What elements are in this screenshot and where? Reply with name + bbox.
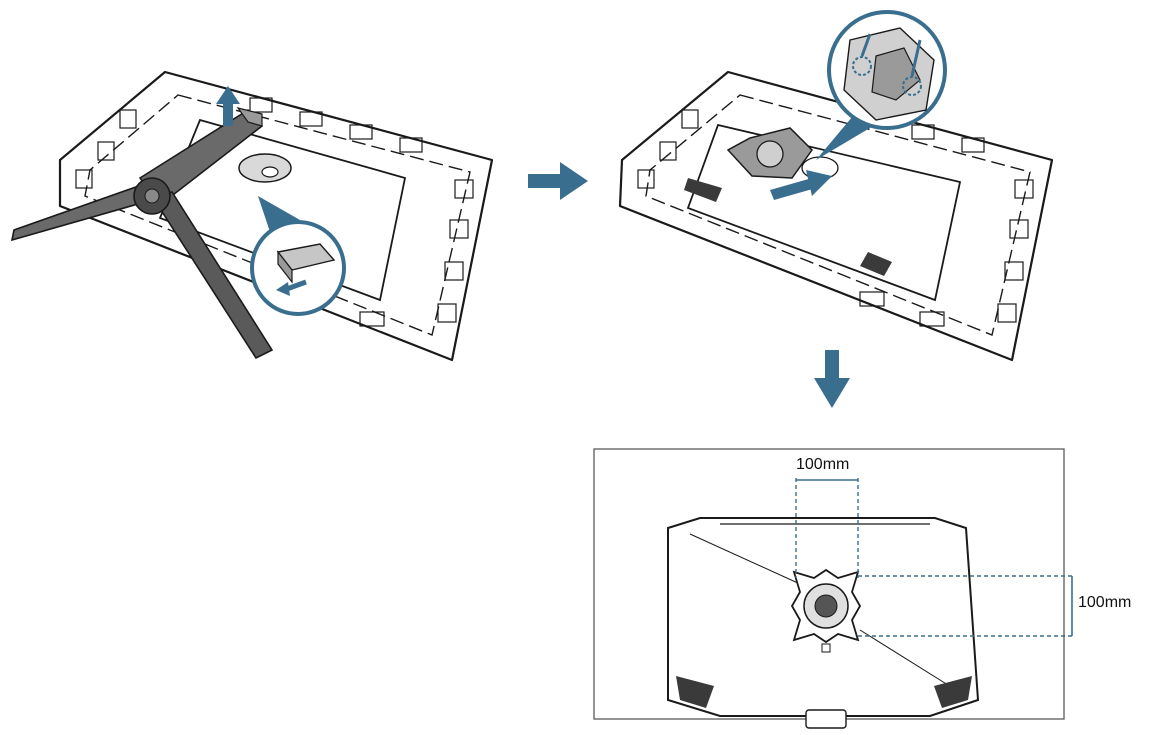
arrow-up-icon xyxy=(216,86,240,126)
lock-indicator xyxy=(821,643,831,653)
io-port-tab xyxy=(805,709,847,729)
vent-left-step-2 xyxy=(684,178,722,202)
vesa-center-logo xyxy=(814,594,838,618)
step-2-remove-plate xyxy=(618,10,1054,362)
dimension-label-vertical: 100mm xyxy=(1078,594,1132,611)
stand-column-top xyxy=(236,107,263,127)
foam-tray-step-2-inner xyxy=(645,94,1031,336)
dimension-label-horizontal: 100mm xyxy=(796,456,850,473)
mount-hole-step-1 xyxy=(261,166,279,178)
step-1-remove-stand xyxy=(10,70,494,362)
step-3-vesa-dimensions xyxy=(593,448,1073,729)
vesa-plate-center-step-2 xyxy=(756,140,784,168)
magnifier-callout-icon xyxy=(250,220,346,316)
monitor-diagonal-left xyxy=(689,533,801,585)
vent-right-step-2 xyxy=(860,252,892,276)
callout-pointer-step-1 xyxy=(258,196,300,238)
vent-right-step-3 xyxy=(934,676,972,708)
monitor-diagonal-right xyxy=(859,629,957,691)
arrow-slide-icon xyxy=(770,170,832,200)
magnifier-callout-icon xyxy=(827,10,947,130)
stand-hub-logo xyxy=(144,188,160,204)
foam-tray-step-1-inner xyxy=(84,94,471,336)
arrow-down-icon xyxy=(814,350,850,408)
arrow-right-icon xyxy=(528,162,588,200)
dimension-guides xyxy=(795,478,1072,637)
foam-notches-step-1 xyxy=(75,97,474,327)
vent-left-step-3 xyxy=(676,676,714,708)
